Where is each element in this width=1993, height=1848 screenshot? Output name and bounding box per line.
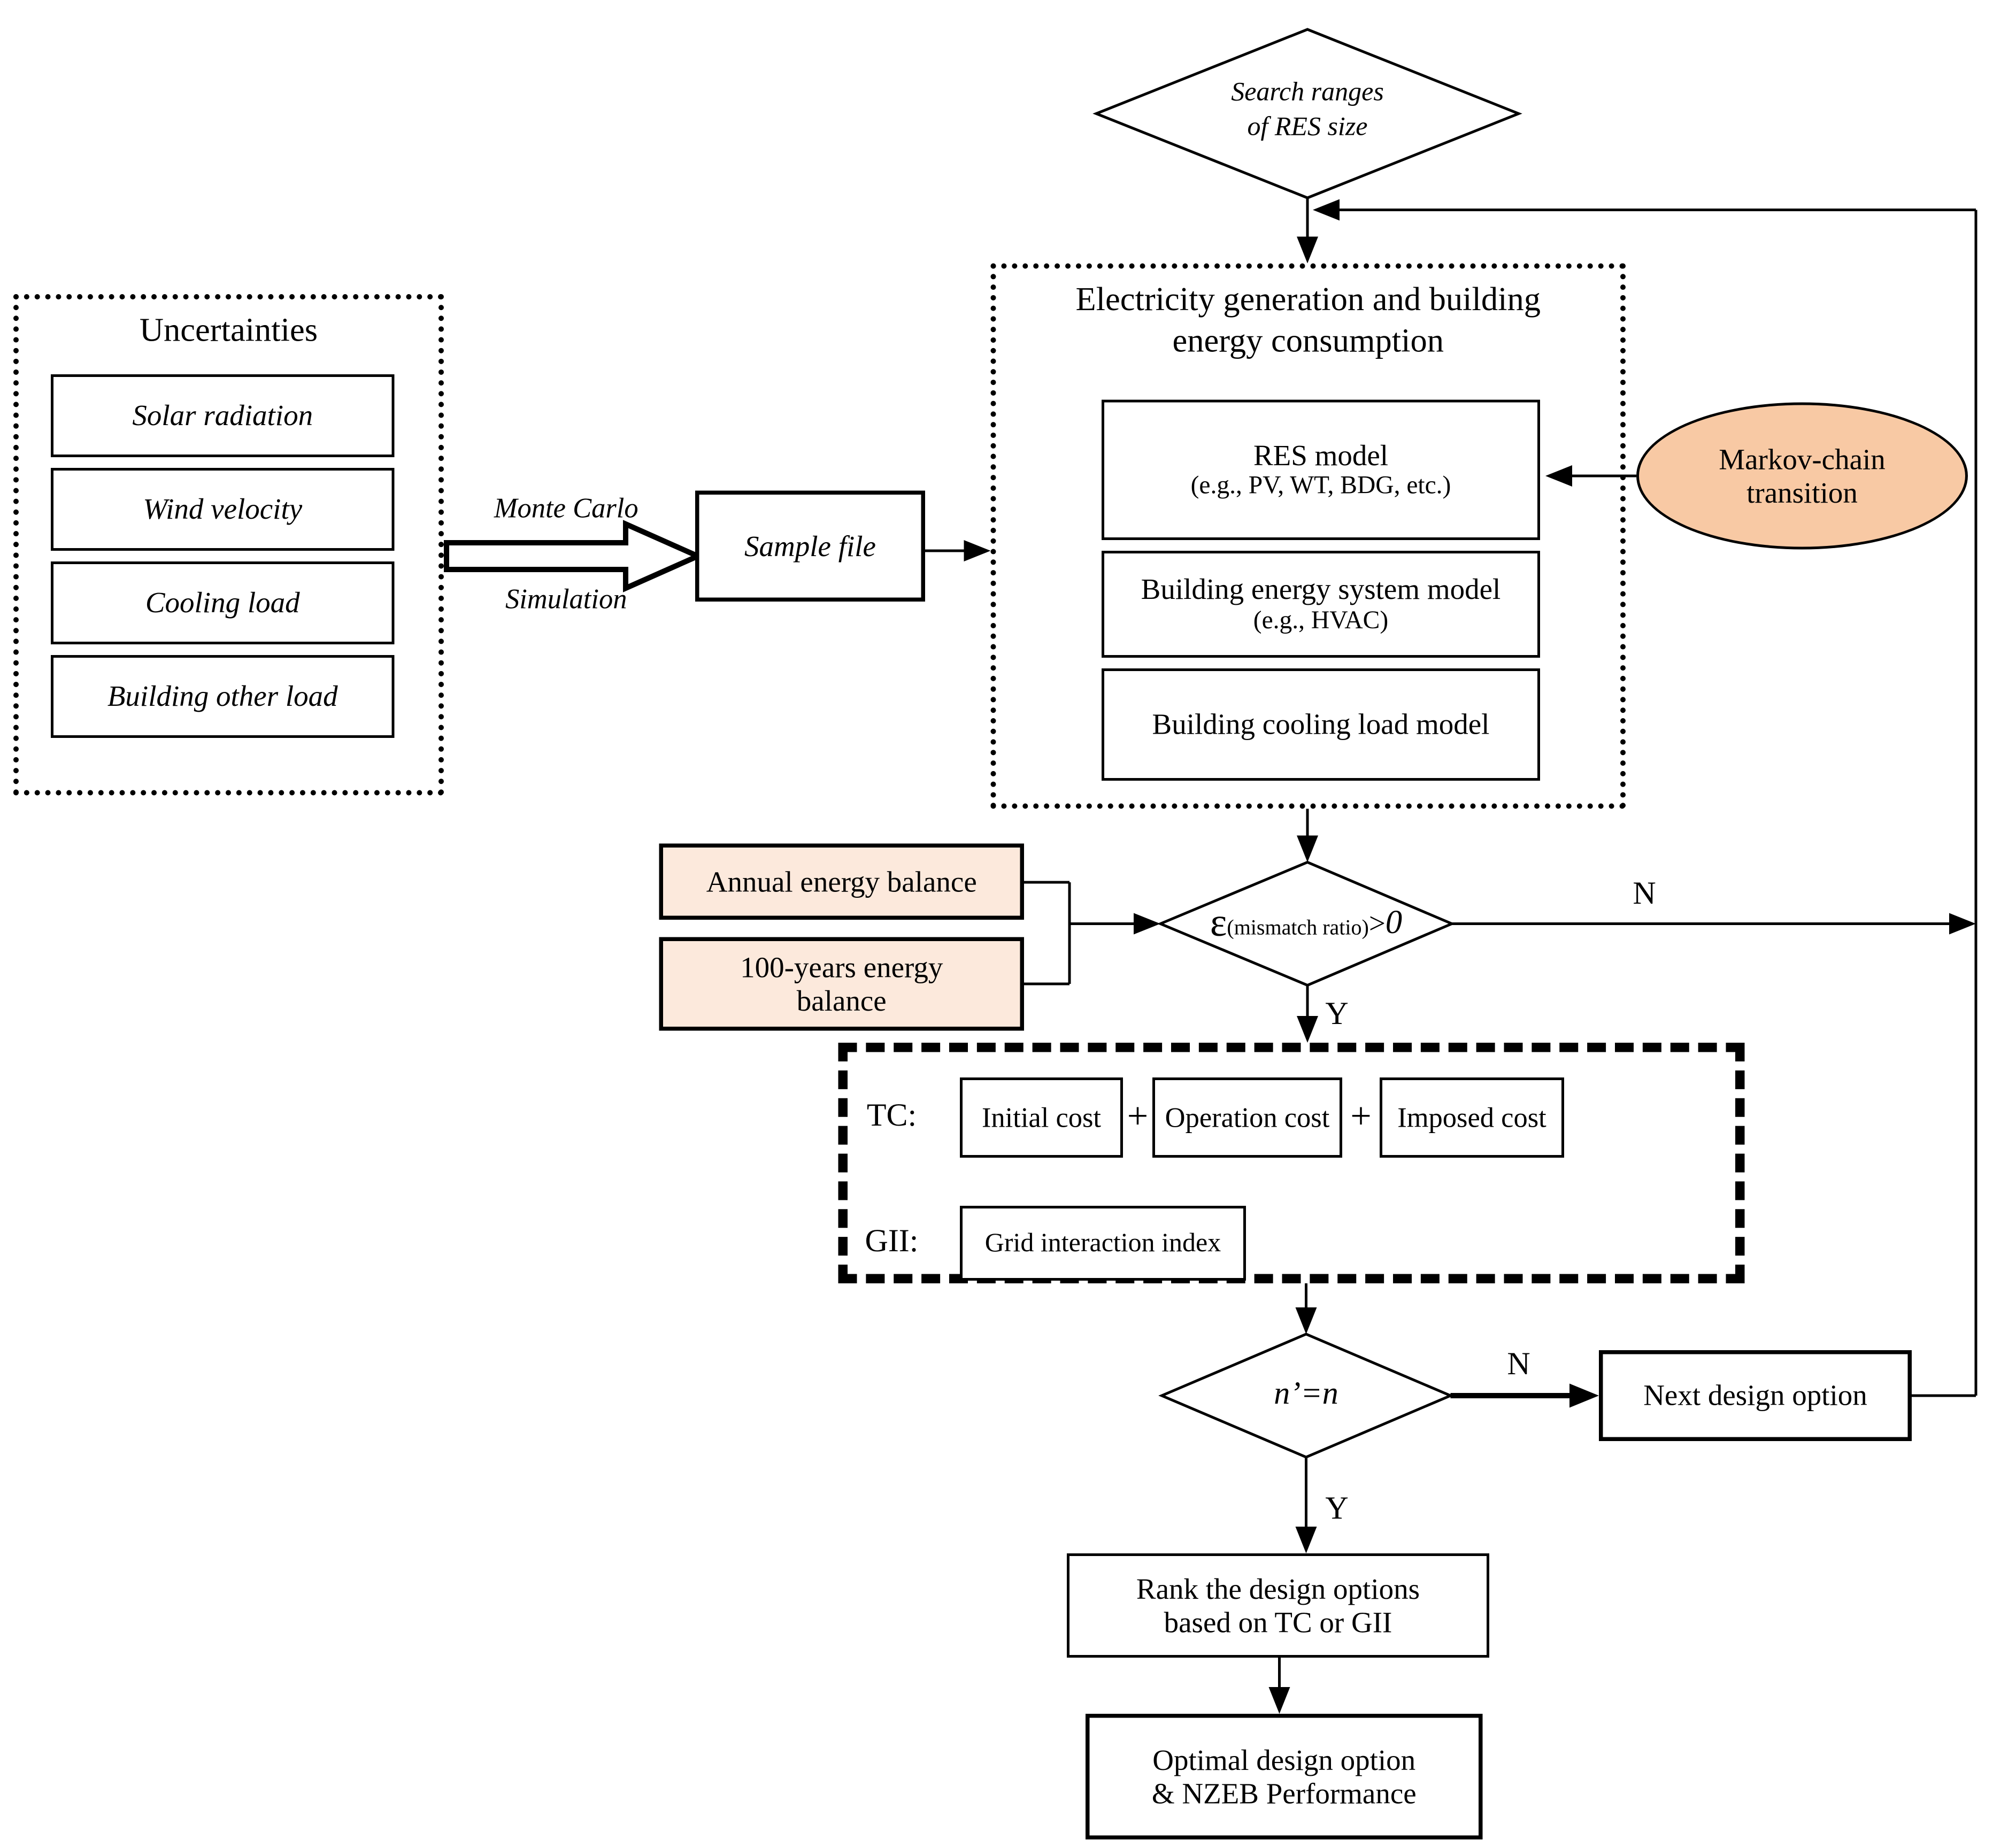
simulation-label: Simulation xyxy=(505,583,627,615)
markov-line2: transition xyxy=(1746,476,1858,510)
mismatch-operator: > xyxy=(1368,906,1386,940)
mismatch-diamond-shape xyxy=(1157,860,1456,987)
mismatch-subscript: (mismatch ratio) xyxy=(1227,917,1369,940)
monte-carlo-label: Monte Carlo xyxy=(494,492,638,524)
mismatch-yes-arrowhead xyxy=(1297,1016,1318,1043)
nn-diamond-shape xyxy=(1158,1333,1454,1459)
uncertainty-building-other-load: Building other load xyxy=(51,655,395,738)
initial-cost-box: Initial cost xyxy=(960,1077,1123,1158)
hundred-years-balance-box: 100-years energy balance xyxy=(659,937,1024,1031)
optimal-design-option-box: Optimal design option & NZEB Performance xyxy=(1086,1714,1483,1839)
annual-energy-balance-box: Annual energy balance xyxy=(659,843,1024,920)
balance-arrowhead xyxy=(1134,913,1160,935)
feedback-top-arrowhead xyxy=(1313,199,1340,221)
nn-no-label: N xyxy=(1507,1348,1530,1382)
electricity-group-box: Electricity generation and building ener… xyxy=(990,263,1626,809)
sample-file-box: Sample file xyxy=(695,490,925,602)
building-cooling-load-box: Building cooling load model xyxy=(1102,668,1540,781)
plus-sign-2: + xyxy=(1350,1096,1372,1138)
rank-design-options-box: Rank the design options based on TC or G… xyxy=(1067,1553,1489,1658)
optimal-line2: & NZEB Performance xyxy=(1151,1776,1417,1811)
hundred-years-line1: 100-years energy xyxy=(740,950,943,984)
building-energy-line1: Building energy system model xyxy=(1141,573,1501,606)
res-model-line2: (e.g., PV, WT, BDG, etc.) xyxy=(1190,472,1451,500)
uncertainty-solar-radiation: Solar radiation xyxy=(51,374,395,457)
building-energy-line2: (e.g., HVAC) xyxy=(1253,606,1389,635)
into-mismatch-arrowhead xyxy=(1297,835,1318,863)
markov-chain-ellipse: Markov-chain transition xyxy=(1636,402,1968,550)
imposed-cost-box: Imposed cost xyxy=(1380,1077,1564,1158)
markov-line1: Markov-chain xyxy=(1719,442,1886,476)
mismatch-zero: 0 xyxy=(1385,905,1403,942)
search-ranges-diamond: Search ranges of RES size xyxy=(1147,75,1468,144)
mismatch-diamond: ε(mismatch ratio)>0 xyxy=(1160,893,1452,954)
mismatch-epsilon: ε xyxy=(1210,901,1227,945)
gii-label: GII: xyxy=(865,1225,919,1260)
mismatch-no-arrowhead xyxy=(1949,913,1976,935)
res-model-box: RES model (e.g., PV, WT, BDG, etc.) xyxy=(1102,399,1540,540)
monte-carlo-block-arrow xyxy=(444,520,705,592)
uncertainties-group-box: Uncertainties xyxy=(13,294,444,796)
into-nn-arrowhead xyxy=(1295,1307,1317,1334)
search-ranges-line2: of RES size xyxy=(1247,112,1368,142)
mismatch-yes-label: Y xyxy=(1325,997,1349,1032)
nn-yes-label: Y xyxy=(1325,1492,1349,1527)
electricity-title-line2: energy consumption xyxy=(1172,324,1444,360)
mismatch-no-label: N xyxy=(1633,877,1656,912)
grid-interaction-index-box: Grid interaction index xyxy=(960,1206,1246,1281)
uncertainty-cooling-load: Cooling load xyxy=(51,561,395,644)
arrowheads xyxy=(964,199,1976,1714)
optimal-line1: Optimal design option xyxy=(1152,1743,1416,1776)
diamond-shapes xyxy=(1092,28,1522,1459)
nn-yes-arrowhead xyxy=(1295,1527,1317,1553)
search-ranges-diamond-shape xyxy=(1092,28,1522,199)
into-optimal-arrowhead xyxy=(1268,1687,1290,1714)
nn-diamond: n’=n xyxy=(1274,1377,1338,1412)
res-model-line1: RES model xyxy=(1253,438,1389,472)
electricity-title-line1: Electricity generation and building xyxy=(1075,282,1541,319)
rank-line2: based on TC or GII xyxy=(1164,1605,1392,1639)
nn-no-arrowhead xyxy=(1569,1383,1599,1408)
markov-arrowhead xyxy=(1545,465,1572,487)
search-ranges-line1: Search ranges xyxy=(1231,78,1384,107)
rank-line1: Rank the design options xyxy=(1136,1572,1420,1605)
hundred-years-line2: balance xyxy=(796,984,887,1018)
connector-lines xyxy=(925,198,1977,1695)
samplefile-arrowhead xyxy=(964,540,991,561)
into-electricity-arrowhead xyxy=(1297,236,1318,264)
next-design-option-box: Next design option xyxy=(1599,1350,1912,1441)
uncertainty-wind-velocity: Wind velocity xyxy=(51,468,395,551)
building-energy-system-box: Building energy system model (e.g., HVAC… xyxy=(1102,551,1540,658)
tc-label: TC: xyxy=(866,1099,917,1134)
uncertainties-title: Uncertainties xyxy=(139,313,318,349)
plus-sign-1: + xyxy=(1127,1096,1149,1138)
operation-cost-box: Operation cost xyxy=(1152,1077,1342,1158)
